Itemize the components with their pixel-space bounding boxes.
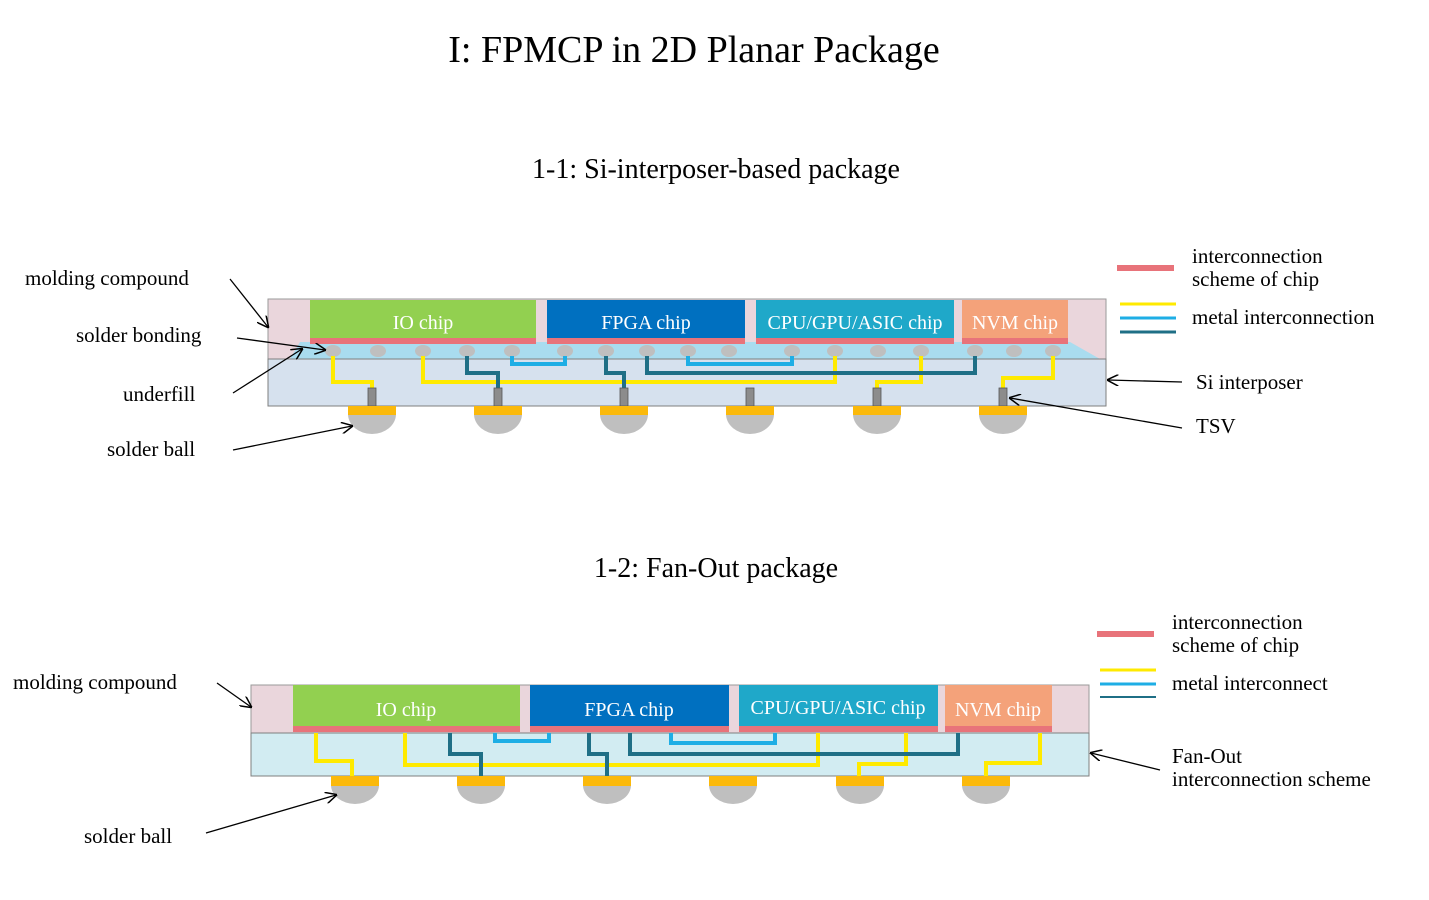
package2-solder-ball xyxy=(836,776,884,804)
legend-metal-label: metal interconnect xyxy=(1172,671,1328,695)
package1-tsv xyxy=(745,387,755,407)
package1-dark-trace xyxy=(465,356,500,392)
package1-yellow-trace xyxy=(421,356,837,384)
package2-io-chip: IO chip xyxy=(293,685,520,732)
package1-solder-ball xyxy=(853,406,901,434)
package2-label-molding: molding compound xyxy=(13,670,177,694)
package1-yellow-trace xyxy=(331,356,374,392)
package1-io-scheme xyxy=(310,338,536,344)
package1-io-chip: IO chip xyxy=(310,300,536,344)
package2-arrow-molding xyxy=(216,682,251,707)
package2-io-scheme xyxy=(293,726,520,732)
package-fan-out: 1-2: Fan-Out package IO chip FPGA chip C… xyxy=(13,553,1371,848)
package2-cpu-scheme xyxy=(739,726,938,732)
package1-yellow-trace xyxy=(1001,356,1055,392)
legend-scheme-line1: interconnection xyxy=(1192,244,1323,268)
package1-arrow-solder-bonding xyxy=(236,337,325,350)
package1-solder-balls xyxy=(348,406,1027,434)
package1-dark-trace xyxy=(645,356,977,375)
package2-fpga-chip: FPGA chip xyxy=(530,685,729,732)
package2-yellow-trace xyxy=(314,733,354,776)
package2-cpu-chip: CPU/GPU/ASIC chip xyxy=(739,685,938,732)
package2-nvm-scheme xyxy=(945,726,1052,732)
package1-cpu-chip: CPU/GPU/ASIC chip xyxy=(756,300,954,344)
package2-subtitle: 1-2: Fan-Out package xyxy=(594,553,838,584)
legend-metal-label: metal interconnection xyxy=(1192,305,1375,329)
package1-blue-trace xyxy=(686,356,794,366)
package1-arrow-si-interposer xyxy=(1108,380,1183,382)
package2-yellow-trace xyxy=(984,733,1042,776)
package2-metal-interconnection xyxy=(314,733,1042,776)
package2-legend: interconnection scheme of chip metal int… xyxy=(1097,610,1328,698)
package1-solder-ball xyxy=(348,406,396,434)
package2-cpu-chip-label: CPU/GPU/ASIC chip xyxy=(750,697,925,719)
package1-blue-trace xyxy=(510,356,567,366)
package2-dark-trace xyxy=(628,733,960,756)
package1-fpga-chip-label: FPGA chip xyxy=(601,312,690,334)
legend-scheme-line2: scheme of chip xyxy=(1172,633,1299,657)
package1-nvm-scheme xyxy=(962,338,1068,344)
package2-arrow-solder-ball xyxy=(205,795,336,834)
package2-solder-ball xyxy=(709,776,757,804)
package1-solder-ball xyxy=(726,406,774,434)
package2-blue-trace xyxy=(669,733,777,745)
legend-scheme-line2: scheme of chip xyxy=(1192,267,1319,291)
package1-yellow-trace xyxy=(875,356,923,392)
package2-arrow-fanout xyxy=(1091,753,1161,771)
package2-dark-trace xyxy=(448,733,483,776)
package2-label-solder-ball: solder ball xyxy=(84,824,172,848)
package1-solder-ball xyxy=(979,406,1027,434)
package1-legend: interconnection scheme of chip metal int… xyxy=(1117,244,1375,334)
package2-solder-ball xyxy=(457,776,505,804)
package1-solder-bumps xyxy=(325,345,1061,357)
package1-si-interposer xyxy=(267,358,1107,407)
package2-dark-trace xyxy=(587,733,609,776)
package2-nvm-chip-label: NVM chip xyxy=(955,699,1041,721)
package1-tsv xyxy=(872,387,882,407)
diagram-title: I: FPMCP in 2D Planar Package xyxy=(448,29,940,71)
package2-nvm-chip: NVM chip xyxy=(945,685,1052,732)
package1-subtitle: 1-1: Si-interposer-based package xyxy=(532,154,900,185)
package1-tsv xyxy=(998,387,1008,407)
package1-label-underfill: underfill xyxy=(123,382,195,406)
package2-solder-balls xyxy=(331,776,1010,804)
package2-solder-ball xyxy=(331,776,379,804)
package1-solder-ball xyxy=(474,406,522,434)
package1-fpga-chip: FPGA chip xyxy=(547,300,745,344)
package1-metal-interconnection xyxy=(331,356,1055,392)
package1-label-si-interposer: Si interposer xyxy=(1196,370,1303,394)
package1-label-solder-bonding: solder bonding xyxy=(76,323,202,347)
package1-tsv xyxy=(619,387,629,407)
package1-arrow-molding xyxy=(229,278,268,327)
package1-nvm-chip-label: NVM chip xyxy=(972,312,1058,334)
package2-solder-ball xyxy=(583,776,631,804)
package1-solder-ball xyxy=(600,406,648,434)
package-si-interposer: 1-1: Si-interposer-based package IO chip… xyxy=(25,154,1375,461)
package1-fpga-scheme xyxy=(547,338,745,344)
package1-nvm-chip: NVM chip xyxy=(962,300,1068,344)
package1-tsv xyxy=(367,387,377,407)
package2-label-fanout-line2: interconnection scheme xyxy=(1172,767,1371,791)
package1-arrow-solder-ball xyxy=(232,426,352,451)
package2-blue-trace xyxy=(493,733,551,743)
package2-fpga-chip-label: FPGA chip xyxy=(584,699,673,721)
package1-io-chip-label: IO chip xyxy=(393,312,454,334)
package2-io-chip-label: IO chip xyxy=(376,699,437,721)
package1-tsv xyxy=(493,387,503,407)
package1-arrow-tsv xyxy=(1010,398,1183,429)
package1-cpu-scheme xyxy=(756,338,954,344)
package1-label-solder-ball: solder ball xyxy=(107,437,195,461)
package2-yellow-trace xyxy=(857,733,908,776)
package2-label-fanout-line1: Fan-Out xyxy=(1172,744,1242,768)
package1-label-molding: molding compound xyxy=(25,266,189,290)
package2-solder-ball xyxy=(962,776,1010,804)
legend-scheme-line1: interconnection xyxy=(1172,610,1303,634)
package2-yellow-trace xyxy=(403,733,820,767)
package2-fpga-scheme xyxy=(530,726,729,732)
package1-dark-trace xyxy=(604,356,626,392)
package1-cpu-chip-label: CPU/GPU/ASIC chip xyxy=(767,312,942,334)
package1-arrow-underfill xyxy=(232,349,302,394)
package1-label-tsv: TSV xyxy=(1196,414,1236,438)
